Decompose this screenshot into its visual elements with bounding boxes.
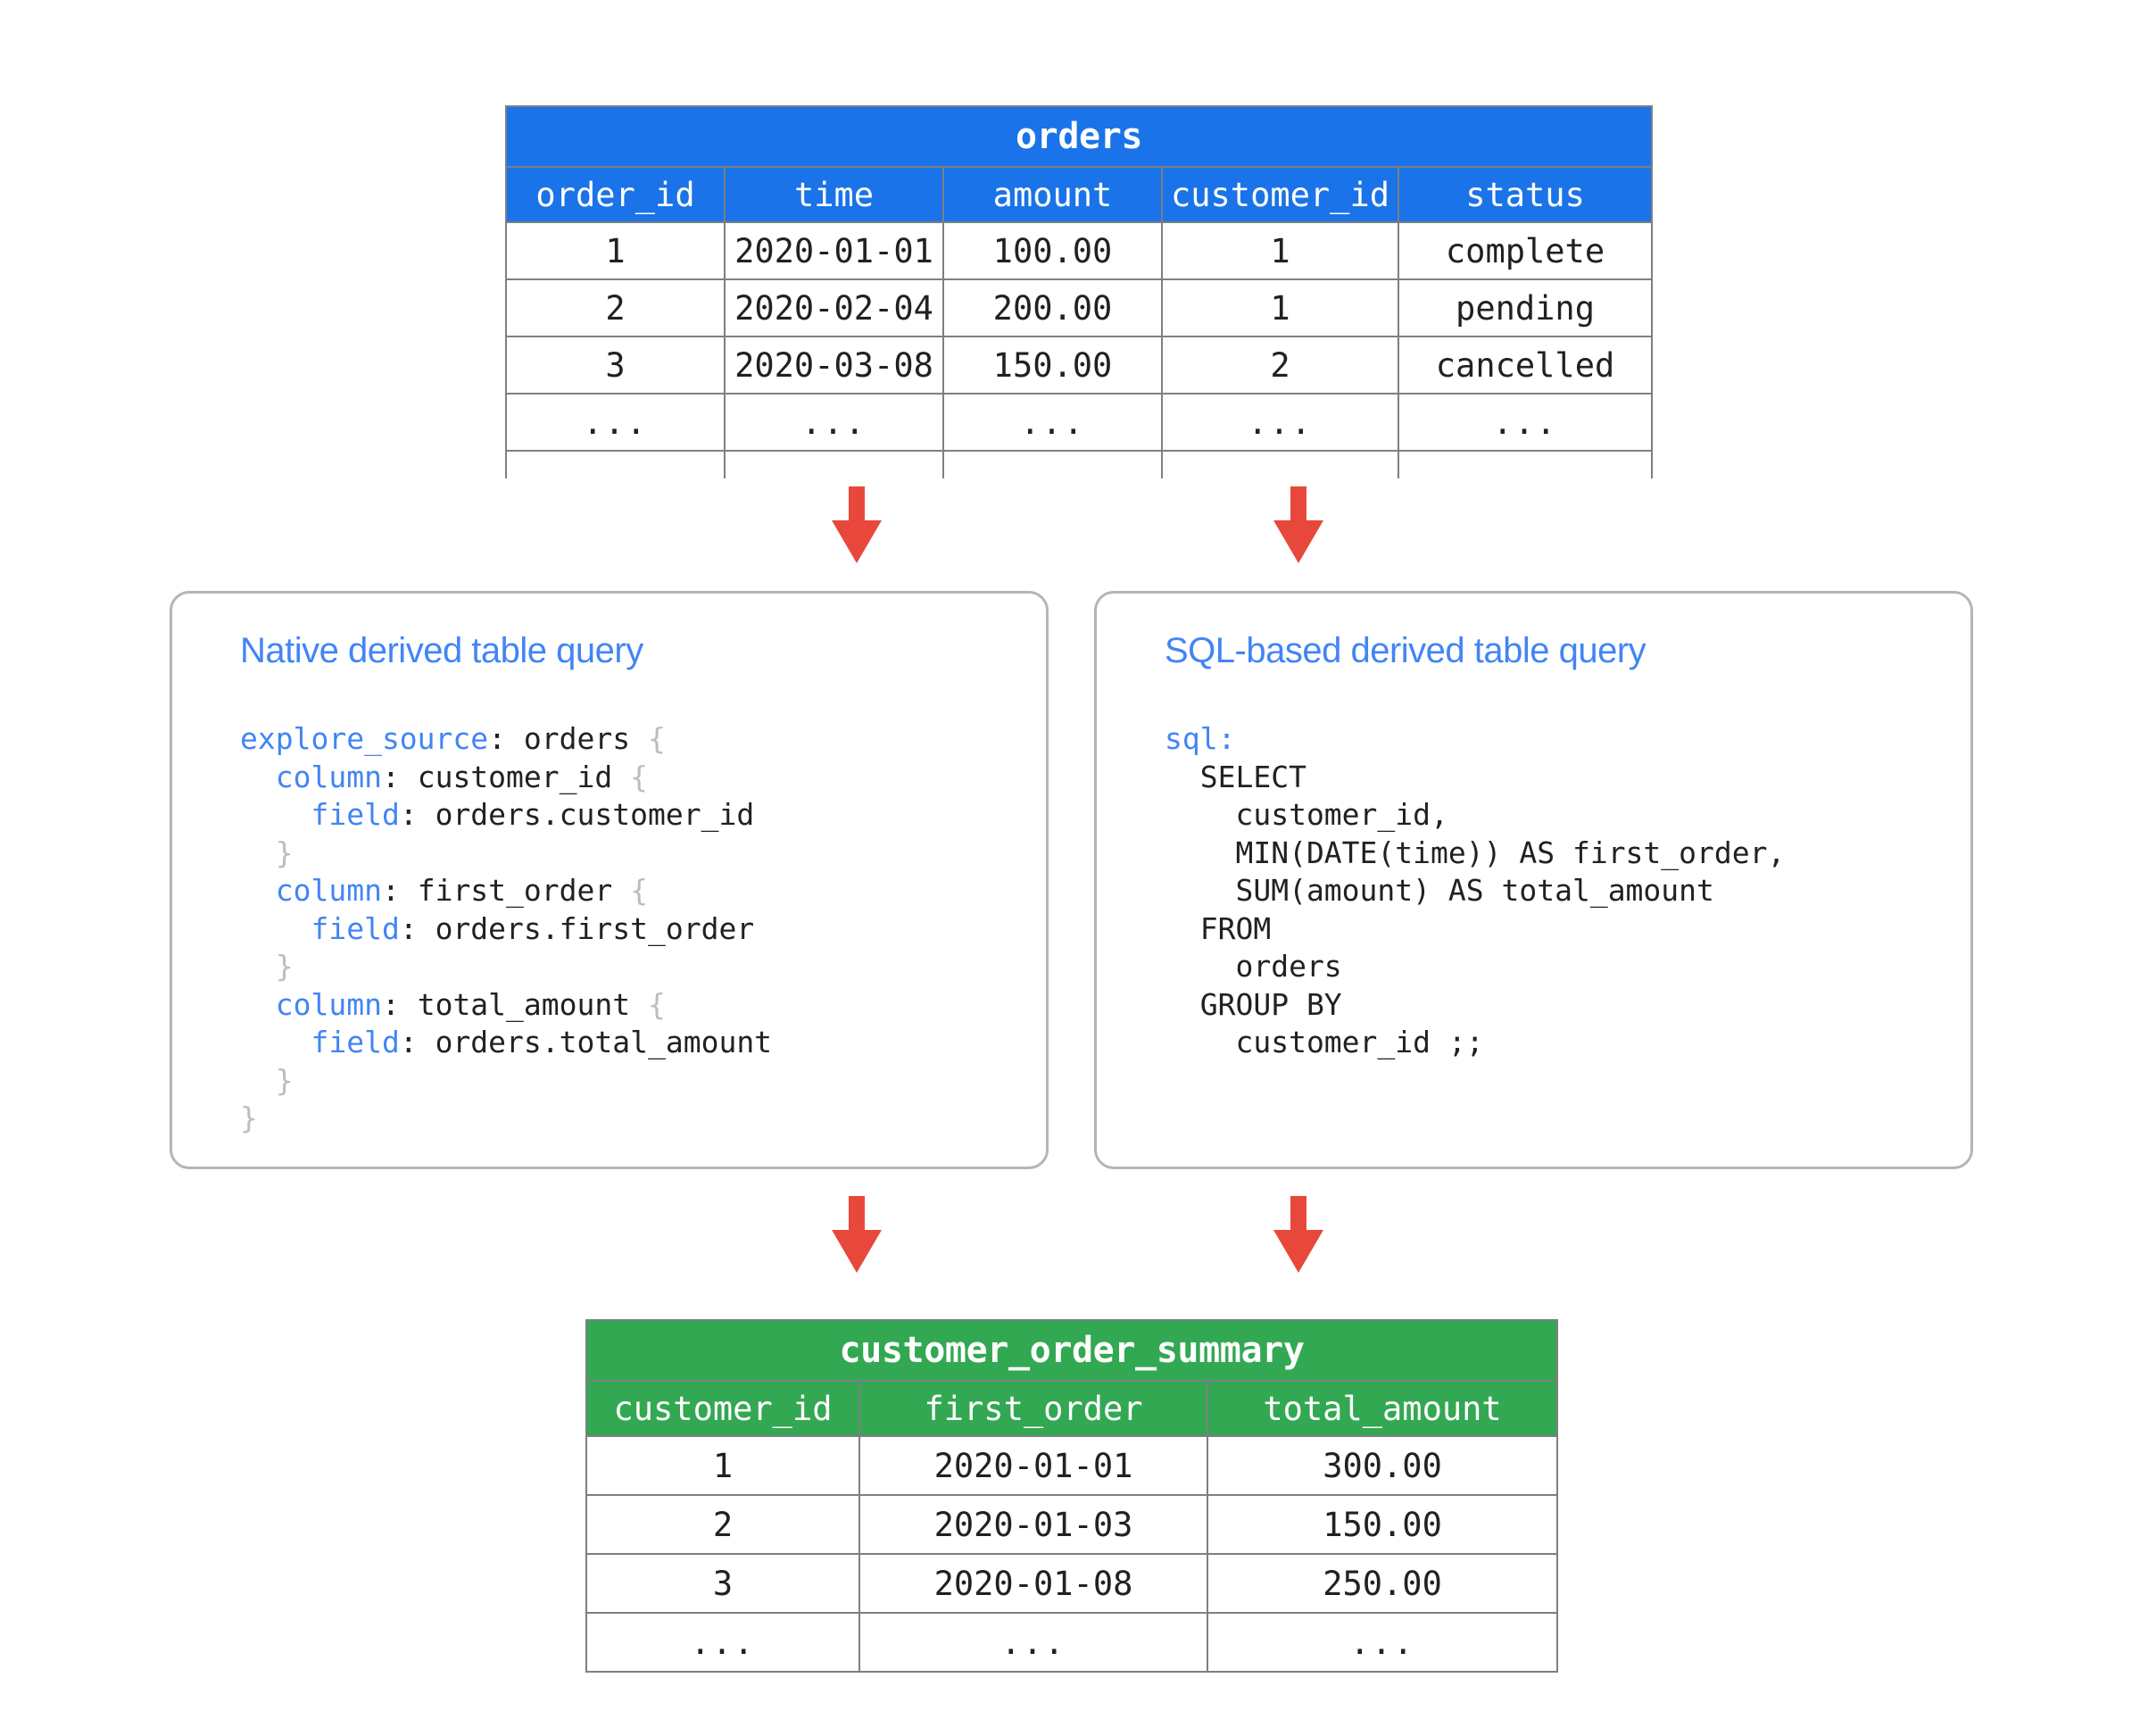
- orders-cell: 3: [505, 336, 726, 395]
- arrow-native-to-summary-icon: [832, 1196, 882, 1273]
- native-panel-code: explore_source: orders { column: custome…: [240, 721, 773, 1135]
- orders-table-fade-mask: [0, 478, 2140, 514]
- orders-cell-ellipsis: ...: [724, 393, 944, 452]
- orders-cell-ellipsis: ...: [1397, 393, 1654, 452]
- arrow-orders-to-native-icon: [832, 486, 882, 563]
- table-row: 2 2020-01-03 150.00: [585, 1494, 1559, 1555]
- table-row: 3 2020-03-08 150.00 2 cancelled: [505, 336, 1654, 395]
- orders-cell: complete: [1397, 221, 1654, 280]
- orders-cell: 200.00: [942, 278, 1163, 337]
- summary-cell: 300.00: [1206, 1435, 1559, 1496]
- summary-col-customer-id: customer_id: [585, 1380, 860, 1437]
- summary-table-title-row: customer_order_summary: [585, 1319, 1559, 1382]
- table-row: 1 2020-01-01 100.00 1 complete: [505, 221, 1654, 280]
- summary-cell-ellipsis: ...: [1206, 1612, 1559, 1673]
- orders-col-customer-id: customer_id: [1161, 166, 1399, 223]
- orders-cell: 2020-03-08: [724, 336, 944, 395]
- orders-cell: 2: [1161, 336, 1399, 395]
- orders-table: orders order_id time amount customer_id …: [504, 105, 1654, 484]
- orders-cell: 2020-01-01: [724, 221, 944, 280]
- summary-cell: 250.00: [1206, 1553, 1559, 1614]
- orders-cell-ellipsis: ...: [942, 393, 1163, 452]
- orders-col-order-id: order_id: [505, 166, 726, 223]
- summary-table-header-row: customer_id first_order total_amount: [585, 1380, 1559, 1437]
- table-row: 2 2020-02-04 200.00 1 pending: [505, 278, 1654, 337]
- native-derived-table-panel: Native derived table query explore_sourc…: [170, 591, 1049, 1169]
- orders-cell: [942, 450, 1163, 484]
- table-row: 3 2020-01-08 250.00: [585, 1553, 1559, 1614]
- orders-cell: [1397, 450, 1654, 484]
- orders-col-time: time: [724, 166, 944, 223]
- orders-col-status: status: [1397, 166, 1654, 223]
- summary-cell-ellipsis: ...: [858, 1612, 1208, 1673]
- summary-cell: 1: [585, 1435, 860, 1496]
- orders-col-amount: amount: [942, 166, 1163, 223]
- orders-cell: [505, 450, 726, 484]
- sql-panel-code: sql: SELECT customer_id, MIN(DATE(time))…: [1165, 721, 1786, 1059]
- orders-cell: pending: [1397, 278, 1654, 337]
- summary-cell-ellipsis: ...: [585, 1612, 860, 1673]
- orders-table-title-row: orders: [504, 105, 1654, 168]
- orders-cell-ellipsis: ...: [1161, 393, 1399, 452]
- orders-table-title: orders: [504, 105, 1654, 168]
- summary-cell: 2: [585, 1494, 860, 1555]
- summary-col-total-amount: total_amount: [1206, 1380, 1559, 1437]
- summary-cell: 3: [585, 1553, 860, 1614]
- summary-table-title: customer_order_summary: [585, 1319, 1559, 1382]
- orders-cell: 1: [1161, 278, 1399, 337]
- orders-cell: 1: [505, 221, 726, 280]
- orders-cell-ellipsis: ...: [505, 393, 726, 452]
- summary-cell: 2020-01-08: [858, 1553, 1208, 1614]
- orders-cell: 100.00: [942, 221, 1163, 280]
- table-row: ... ... ... ... ...: [505, 393, 1654, 452]
- arrow-orders-to-sql-icon: [1273, 486, 1323, 563]
- customer-order-summary-table: customer_order_summary customer_id first…: [585, 1319, 1559, 1673]
- summary-cell: 2020-01-01: [858, 1435, 1208, 1496]
- orders-table-header-row: order_id time amount customer_id status: [505, 166, 1654, 223]
- sql-derived-table-panel: SQL-based derived table query sql: SELEC…: [1094, 591, 1973, 1169]
- summary-col-first-order: first_order: [858, 1380, 1208, 1437]
- native-panel-title: Native derived table query: [240, 631, 643, 670]
- orders-cell: [1161, 450, 1399, 484]
- sql-panel-title: SQL-based derived table query: [1165, 631, 1646, 670]
- orders-cell: 1: [1161, 221, 1399, 280]
- orders-cell: 150.00: [942, 336, 1163, 395]
- orders-cell: 2020-02-04: [724, 278, 944, 337]
- summary-cell: 150.00: [1206, 1494, 1559, 1555]
- table-row: ... ... ...: [585, 1612, 1559, 1673]
- table-row: 1 2020-01-01 300.00: [585, 1435, 1559, 1496]
- arrow-sql-to-summary-icon: [1273, 1196, 1323, 1273]
- summary-cell: 2020-01-03: [858, 1494, 1208, 1555]
- orders-cell: cancelled: [1397, 336, 1654, 395]
- orders-cell: 2: [505, 278, 726, 337]
